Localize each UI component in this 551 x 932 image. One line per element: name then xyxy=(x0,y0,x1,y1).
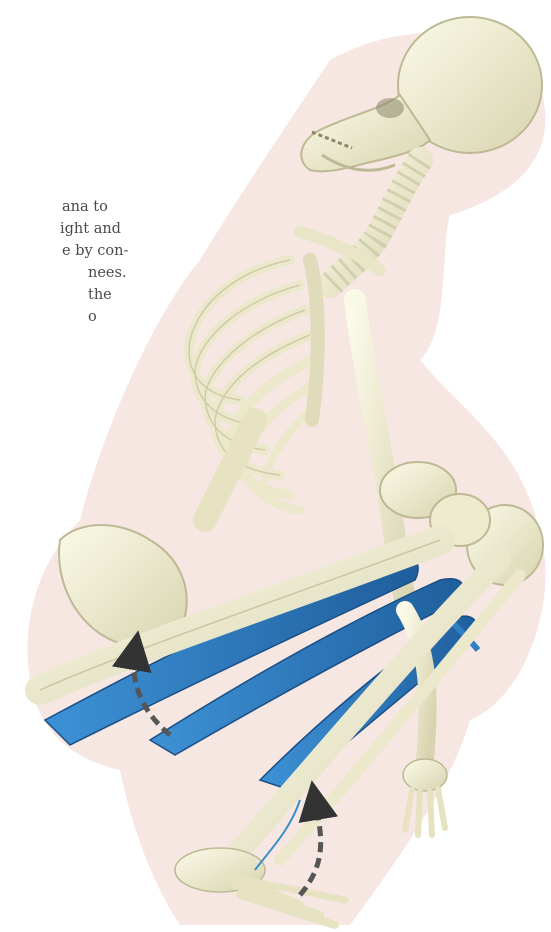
caption-line: ana to xyxy=(0,196,130,218)
caption-line: e by con- xyxy=(0,240,130,262)
caption-line: o xyxy=(0,306,130,328)
caption-line: ight and xyxy=(0,218,130,240)
caption-line: nees. xyxy=(0,262,130,284)
caption-line: the xyxy=(0,284,130,306)
caption-text: ana to ight and e by con- nees. the o xyxy=(0,196,130,328)
